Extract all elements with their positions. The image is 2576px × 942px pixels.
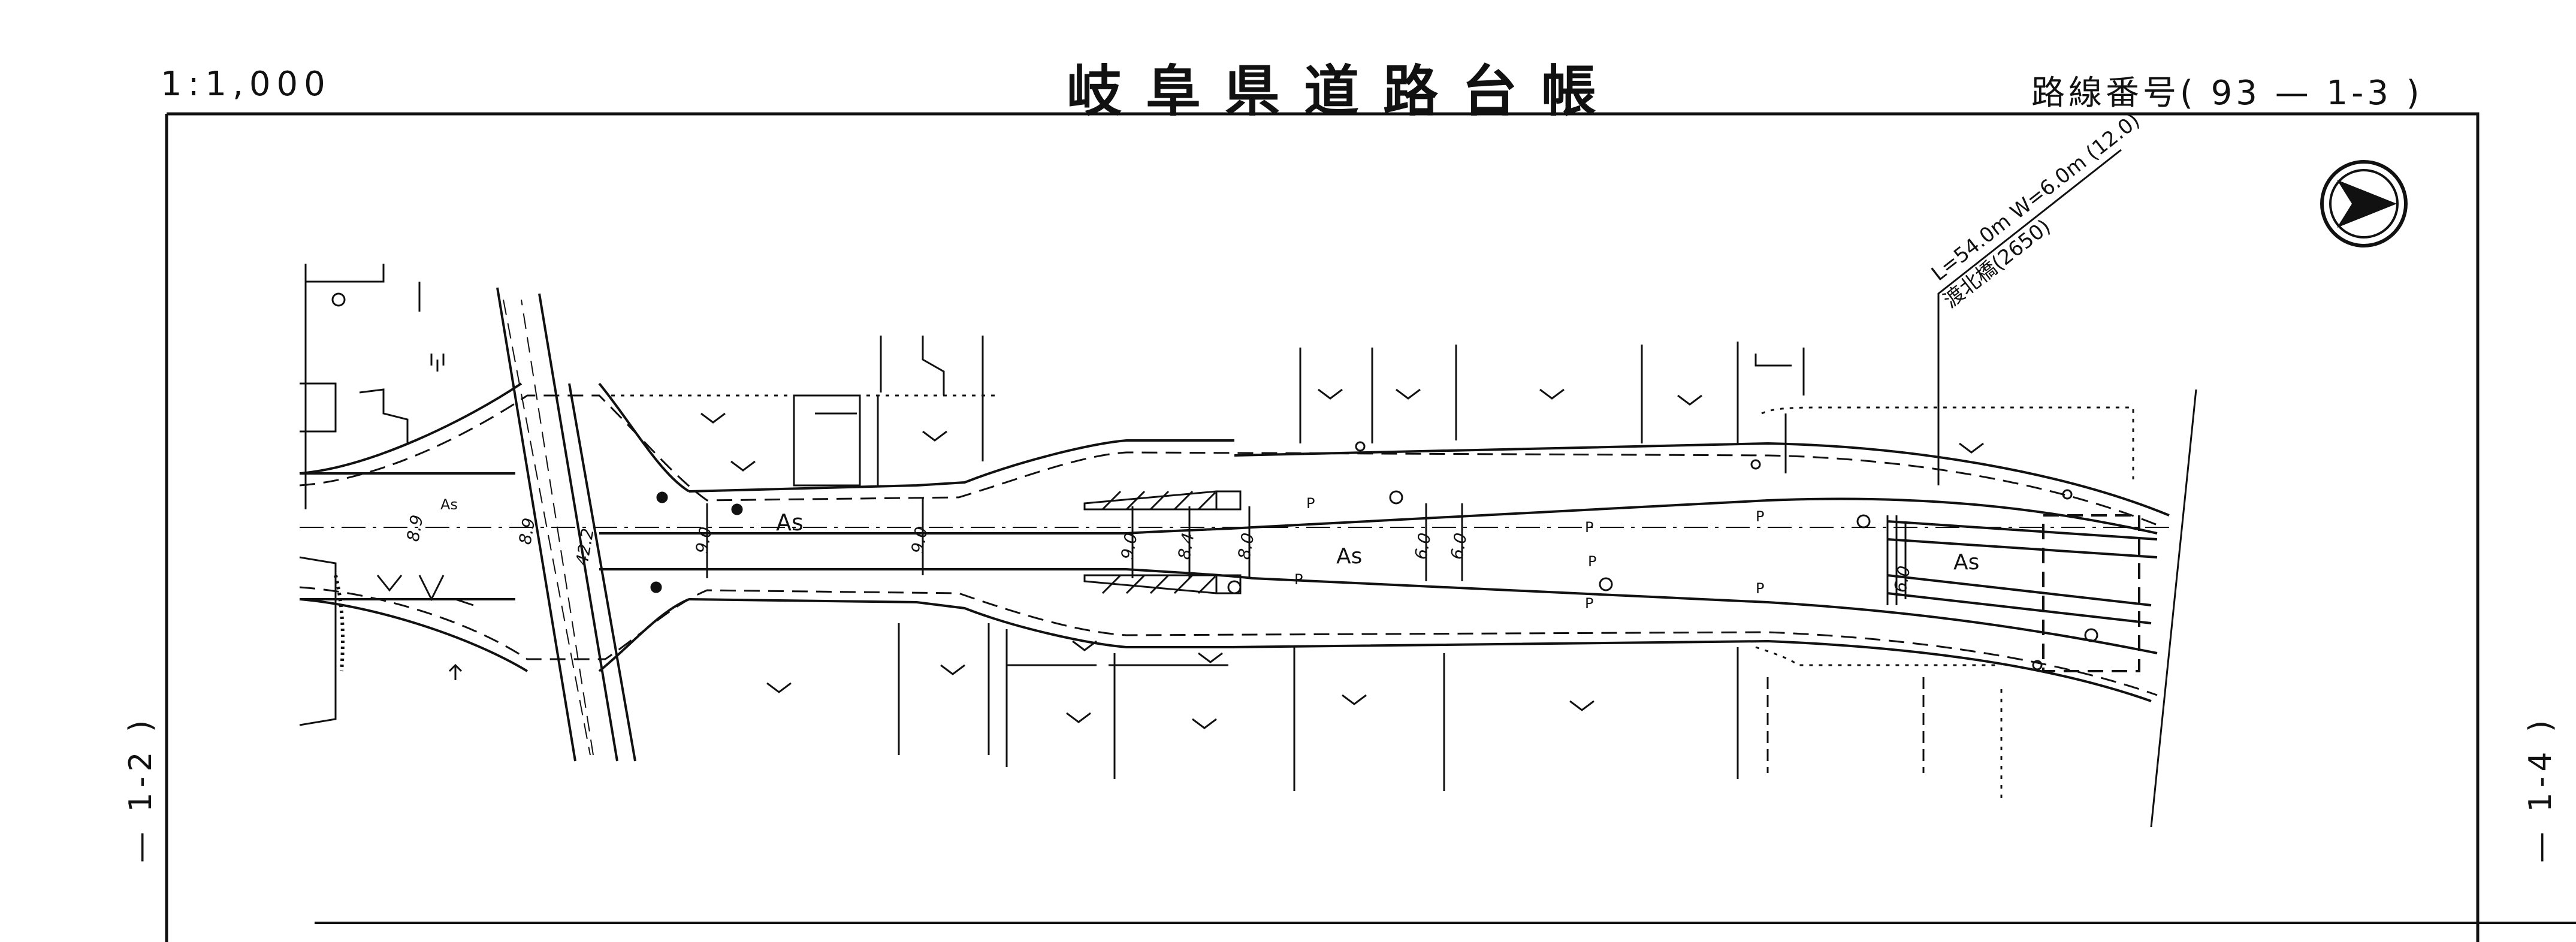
width-label: 9.0 (1117, 532, 1141, 561)
width-label: 6.0 (1890, 564, 1914, 594)
surface-labels: As As As As P P P P P P P (440, 495, 1979, 612)
bridge-leader-line (1937, 149, 2122, 485)
surface-label-p: P (1294, 571, 1303, 588)
surface-label-as: As (1336, 544, 1362, 569)
surface-label-p: P (1306, 495, 1315, 512)
field-symbols (331, 292, 2098, 729)
width-label: 42.2 (572, 527, 597, 567)
boundary-lines (299, 299, 2169, 756)
surface-label-p: P (1585, 595, 1593, 612)
dimension-ticks (706, 497, 1907, 599)
width-label: 6.0 (1411, 532, 1435, 561)
surface-label-as: As (440, 496, 458, 513)
right-boundary (2150, 389, 2197, 828)
bridge-dimensions: L=54.0m W=6.0m (12.0) (1927, 108, 2145, 286)
surface-label-p: P (1588, 553, 1596, 570)
map-frame (165, 112, 2480, 942)
width-label: 9.0 (907, 526, 931, 555)
north-arrow-icon (2320, 160, 2408, 247)
width-label: 6.0 (1446, 532, 1470, 561)
road-edges (299, 287, 2170, 762)
width-label: 8.4 (1174, 532, 1198, 561)
width-label: 9.0 (691, 526, 715, 555)
bridge-deck (1886, 514, 2158, 672)
surface-label-p: P (1585, 519, 1593, 536)
width-label: 8.9 (403, 514, 427, 544)
parcels-bottom (299, 556, 2003, 803)
width-label: 8.9 (515, 517, 539, 547)
scale-label: 1:1,000 (161, 65, 331, 104)
width-label: 8.0 (1234, 532, 1258, 561)
surface-label-as: As (776, 509, 804, 536)
width-dimensions: 8.9 8.9 42.2 9.0 9.0 9.0 8.4 8.0 6.0 6.0… (403, 514, 1914, 594)
route-number: 路線番号( 93 — 1-3 ) (2031, 74, 2423, 113)
surface-label-as: As (1953, 550, 1979, 575)
median-hatching (1083, 490, 1242, 594)
parcels-top (300, 264, 2134, 509)
surface-label-p: P (1756, 580, 1764, 597)
surface-label-p: P (1756, 508, 1764, 525)
